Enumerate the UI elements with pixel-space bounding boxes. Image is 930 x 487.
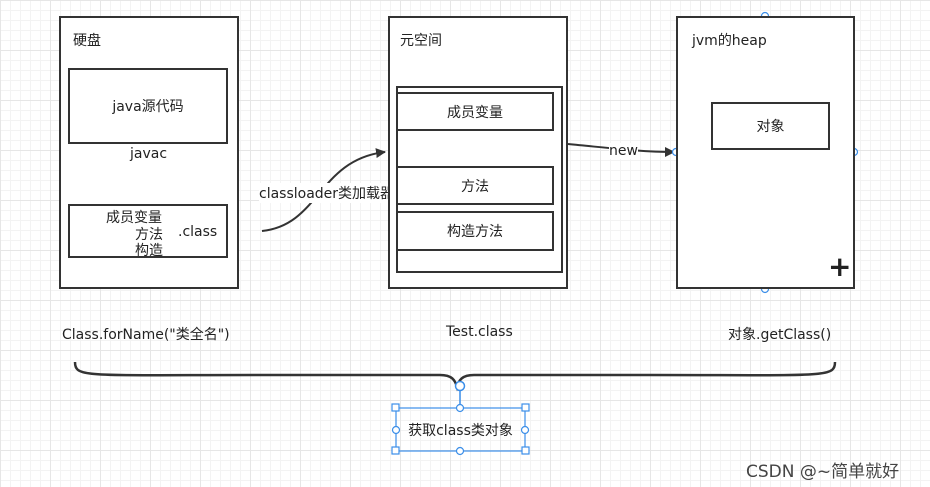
selection-handle-tl[interactable] <box>391 403 400 412</box>
metaspace-title: 元空间 <box>400 33 442 49</box>
caption-getclass: 对象.getClass() <box>728 327 832 343</box>
caption-test-class: Test.class <box>446 324 513 340</box>
class-member-vars: 成员变量 <box>106 210 162 226</box>
get-class-object-label: 获取class类对象 <box>408 422 513 439</box>
class-constructor: 构造 <box>135 243 163 259</box>
metaspace-methods-label: 方法 <box>461 178 489 195</box>
classloader-label: classloader类加载器 <box>259 183 395 203</box>
disk-title: 硬盘 <box>73 33 101 49</box>
get-class-object-box[interactable]: 获取class类对象 <box>396 408 525 451</box>
class-ext: .class <box>178 224 218 240</box>
class-methods: 方法 <box>135 227 163 243</box>
javac-label: javac <box>130 146 168 162</box>
selection-handle-tr[interactable] <box>521 403 530 412</box>
heap-panel[interactable]: jvm的heap + <box>676 16 855 289</box>
class-file-box[interactable]: 成员变量 方法 .class 构造 <box>68 204 228 259</box>
java-source-box[interactable]: java源代码 <box>68 68 228 144</box>
heap-title: jvm的heap <box>692 33 767 49</box>
brace-handle[interactable] <box>454 380 466 392</box>
metaspace-methods-box[interactable]: 方法 <box>396 166 554 205</box>
new-label: new <box>609 143 638 159</box>
java-source-label: java源代码 <box>112 99 184 115</box>
metaspace-constructors-label: 构造方法 <box>447 224 503 240</box>
metaspace-constructors-box[interactable]: 构造方法 <box>396 211 554 251</box>
metaspace-member-vars-label: 成员变量 <box>447 104 503 121</box>
selection-handle-bl[interactable] <box>391 446 400 455</box>
selection-handle-bottom[interactable] <box>455 446 465 456</box>
metaspace-member-vars-box[interactable]: 成员变量 <box>396 92 554 131</box>
selection-handle-left[interactable] <box>391 425 401 435</box>
selection-handle-right[interactable] <box>520 425 530 435</box>
plus-icon[interactable]: + <box>828 250 852 283</box>
caption-forname: Class.forName("类全名") <box>62 327 230 343</box>
heap-object-label: 对象 <box>756 119 785 135</box>
selection-handle-top[interactable] <box>455 403 465 413</box>
selection-handle-br[interactable] <box>521 446 530 455</box>
watermark: CSDN @~简单就好 <box>746 462 900 482</box>
curly-brace <box>73 361 837 392</box>
heap-object-box[interactable]: 对象 <box>711 102 830 150</box>
